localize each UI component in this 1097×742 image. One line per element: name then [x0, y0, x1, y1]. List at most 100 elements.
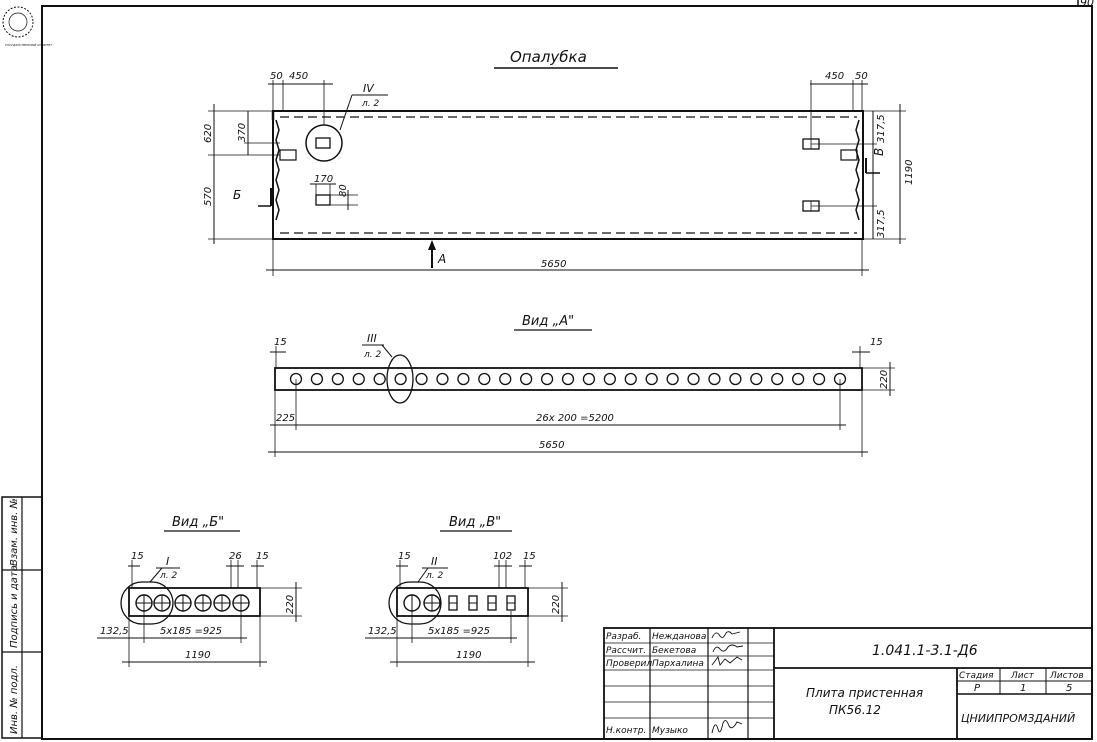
hollow-core-hole	[457, 372, 470, 386]
hollow-core-hole	[666, 372, 679, 386]
dim-view-v-start: 132,5	[368, 626, 397, 637]
tb-name-0: Нежданова	[652, 632, 706, 642]
sheets-header: Листов	[1049, 671, 1084, 681]
hollow-core-hole	[520, 372, 533, 386]
dim-view-v-edge-2: 102	[493, 551, 512, 562]
dim-view-v-height: 220	[551, 595, 562, 614]
view-v: Вид „В" II л. 2 15 102 15 220	[365, 515, 568, 667]
view-a: Вид „А" III л. 2 15 15 220 225 26x 200 =…	[268, 314, 895, 457]
tb-name-2: Пархалина	[652, 659, 704, 669]
dim-right-upper: 317,5	[876, 114, 887, 143]
hollow-core-hole	[812, 372, 826, 386]
dim-view-a-edge-left: 15	[274, 337, 287, 348]
dim-right-lower: 317,5	[876, 209, 887, 238]
organization-name: ЦНИИПРОМЗДАНИЙ	[961, 712, 1075, 725]
corner-stamp: ГОСУДАРСТВЕННЫЙ КОМИТЕТ	[2, 6, 53, 47]
hollow-core-hole	[645, 372, 658, 386]
hollow-core-hole	[478, 372, 491, 386]
hollow-core-hole	[792, 372, 805, 386]
callout-iv-number: IV	[363, 82, 375, 95]
sheet-header: Лист	[1010, 671, 1035, 681]
dim-slot-width: 170	[314, 174, 333, 185]
item-title-line2: ПК56.12	[829, 703, 881, 717]
tb-name-1: Бекетова	[652, 646, 696, 656]
panel-outline	[272, 110, 864, 240]
dim-left-lower: 570	[203, 187, 214, 206]
page-number: 90	[1080, 0, 1094, 9]
side-stamp: Инв. № подл. Подпись и дата Взам. инв. №	[1, 496, 43, 739]
dim-view-b-edge-2: 26	[229, 551, 242, 562]
dim-view-b-edge-3: 15	[256, 551, 269, 562]
dim-view-b-step: 5x185 =925	[160, 626, 222, 637]
hollow-core-hole	[331, 372, 344, 386]
tb-role-0: Разраб.	[606, 632, 641, 642]
side-stamp-sign: Подпись и дата	[9, 565, 20, 648]
detail-iv-circle	[305, 124, 343, 162]
hollow-core-hole	[582, 372, 596, 386]
formwork-title: Опалубка	[510, 48, 587, 66]
tb-name-6: Музыко	[652, 726, 688, 736]
dim-view-a-edge-right: 15	[870, 337, 883, 348]
section-b-label: Б	[233, 188, 241, 202]
dim-view-a-step: 26x 200 =5200	[536, 413, 614, 424]
view-a-panel	[274, 367, 863, 391]
view-a-arrow-label: А	[437, 252, 446, 266]
dim-left-offset: 450	[289, 71, 308, 82]
title-block: Разраб. Нежданова Рассчит. Бекетова Пров…	[603, 627, 1093, 740]
dim-total-height: 1190	[904, 160, 915, 185]
dim-left-upper: 620	[203, 124, 214, 143]
hollow-core-hole	[708, 372, 721, 386]
hollow-core-hole	[687, 372, 700, 386]
dim-view-v-width: 1190	[456, 650, 481, 661]
view-v-title: Вид „В"	[449, 515, 501, 530]
signatures	[711, 631, 744, 734]
view-b-holes	[135, 594, 250, 612]
dim-view-b-width: 1190	[185, 650, 210, 661]
callout-iv-sheet: л. 2	[361, 99, 379, 109]
view-v-holes	[403, 594, 516, 612]
stage-header: Стадия	[959, 671, 994, 681]
hollow-core-hole	[750, 372, 763, 386]
dim-left-edge: 50	[270, 71, 283, 82]
view-b: Вид „Б" I л. 2 15 26 15 220	[97, 515, 302, 667]
dim-right-edge: 50	[855, 71, 868, 82]
hollow-core-hole	[771, 372, 784, 386]
view-a-title: Вид „А"	[522, 314, 574, 329]
dim-view-b-height: 220	[285, 595, 296, 614]
section-v-label: В	[872, 148, 886, 156]
hollow-core-hole	[624, 372, 637, 386]
dim-slot-height: 80	[338, 184, 349, 197]
callout-ii-sheet: л. 2	[425, 571, 443, 581]
view-a-holes	[289, 372, 847, 386]
hollow-core-hole	[729, 372, 742, 386]
hollow-core-hole	[352, 372, 365, 386]
hollow-core-hole	[499, 372, 512, 386]
callout-ii-number: II	[431, 555, 438, 568]
dim-view-a-length: 5650	[539, 440, 564, 451]
side-stamp-inv: Инв. № подл.	[9, 665, 20, 734]
dim-left-insert: 370	[237, 123, 248, 142]
item-title-line1: Плита пристенная	[806, 686, 923, 700]
dim-view-v-edge-3: 15	[523, 551, 536, 562]
tb-role-1: Рассчит.	[606, 646, 646, 656]
hollow-core-hole	[394, 372, 407, 386]
callout-iii-sheet: л. 2	[363, 350, 381, 360]
sheets-value: 5	[1066, 683, 1072, 694]
dim-view-v-edge-1: 15	[398, 551, 411, 562]
dim-view-a-start: 225	[276, 413, 295, 424]
hollow-core-hole	[603, 372, 616, 386]
sheet-frame	[41, 5, 1093, 740]
dim-view-a-height: 220	[879, 370, 890, 389]
stage-value: Р	[974, 683, 981, 694]
tb-role-2: Проверил	[606, 659, 652, 669]
dim-view-b-edge-1: 15	[131, 551, 144, 562]
view-v-panel	[396, 587, 529, 617]
dim-right-offset: 450	[825, 71, 844, 82]
callout-i-number: I	[166, 555, 169, 568]
view-b-title: Вид „Б"	[172, 515, 224, 530]
view-b-panel	[128, 587, 261, 617]
hollow-core-hole	[561, 372, 575, 386]
side-stamp-replace: Взам. инв. №	[9, 498, 20, 566]
document-code: 1.041.1-3.1-Д6	[872, 643, 978, 659]
